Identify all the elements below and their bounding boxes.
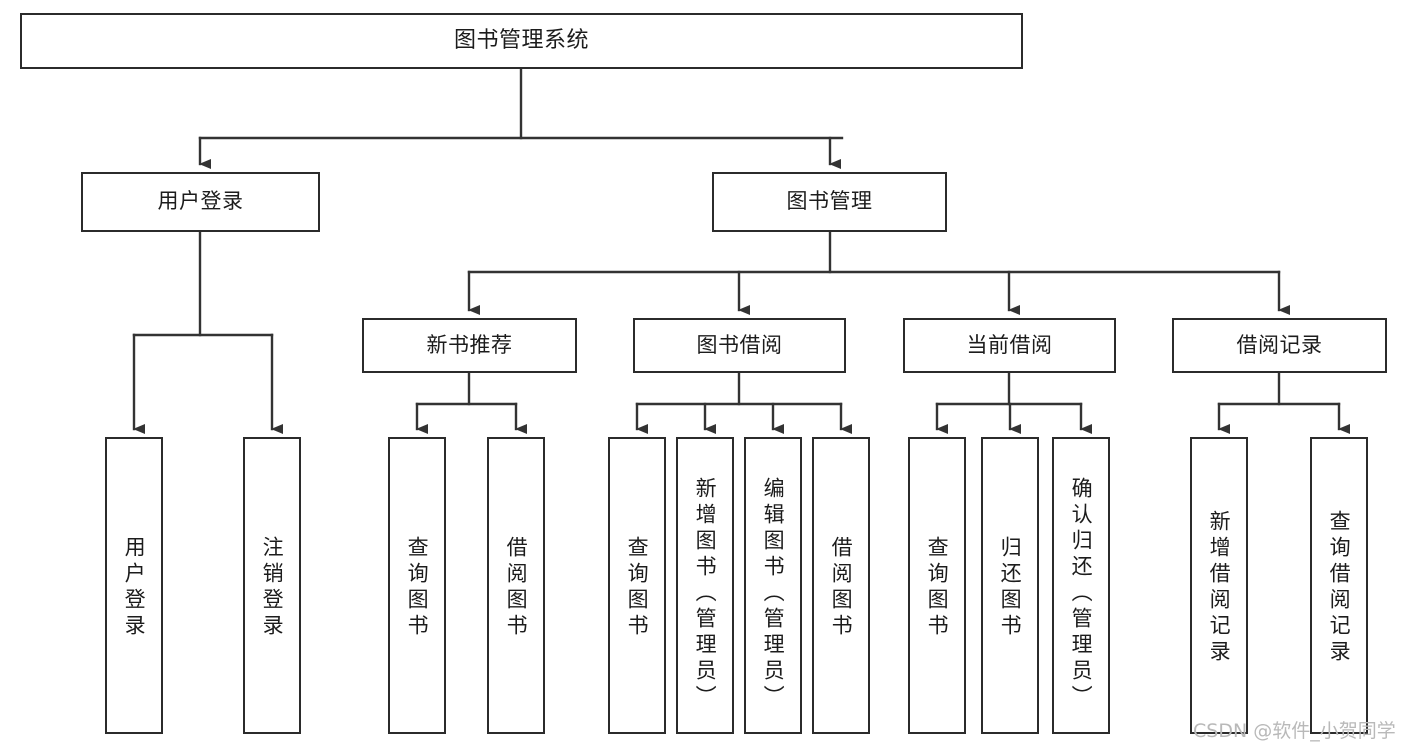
node-borrow-record-label: 借阅记录: [1236, 332, 1323, 357]
node-new-book-rec[interactable]: 新书推荐: [362, 318, 577, 373]
node-leaf-confirm-return[interactable]: 确认归还（管理员）: [1052, 437, 1110, 734]
node-leaf-query-book-1-label: 查询图书: [405, 535, 430, 640]
node-current-borrow[interactable]: 当前借阅: [903, 318, 1116, 373]
node-root-label: 图书管理系统: [453, 27, 589, 53]
node-new-book-rec-label: 新书推荐: [426, 332, 513, 357]
node-user-login[interactable]: 用户登录: [81, 172, 320, 232]
csdn-watermark: CSDN @软件_小贺同学: [1193, 720, 1396, 742]
node-book-manage[interactable]: 图书管理: [712, 172, 947, 232]
node-leaf-return-book-label: 归还图书: [998, 535, 1023, 640]
node-leaf-query-book-2-label: 查询图书: [625, 535, 650, 640]
node-root[interactable]: 图书管理系统: [20, 13, 1023, 69]
node-leaf-borrow-book-1[interactable]: 借阅图书: [487, 437, 545, 734]
node-leaf-add-book[interactable]: 新增图书（管理员）: [676, 437, 734, 734]
node-book-borrow-label: 图书借阅: [696, 332, 783, 357]
node-book-borrow[interactable]: 图书借阅: [633, 318, 846, 373]
node-book-manage-label: 图书管理: [786, 189, 873, 214]
node-leaf-query-record-label: 查询借阅记录: [1327, 509, 1352, 666]
node-leaf-user-logout[interactable]: 注销登录: [243, 437, 301, 734]
node-leaf-user-login[interactable]: 用户登录: [105, 437, 163, 734]
node-leaf-query-book-3-label: 查询图书: [925, 535, 950, 640]
node-leaf-add-record-label: 新增借阅记录: [1207, 509, 1232, 666]
node-leaf-query-book-3[interactable]: 查询图书: [908, 437, 966, 734]
node-leaf-add-record[interactable]: 新增借阅记录: [1190, 437, 1248, 734]
node-leaf-confirm-return-label: 确认归还（管理员）: [1069, 476, 1094, 711]
node-leaf-query-book-1[interactable]: 查询图书: [388, 437, 446, 734]
node-leaf-edit-book[interactable]: 编辑图书（管理员）: [744, 437, 802, 734]
node-leaf-borrow-book-2[interactable]: 借阅图书: [812, 437, 870, 734]
node-leaf-query-book-2[interactable]: 查询图书: [608, 437, 666, 734]
node-leaf-borrow-book-1-label: 借阅图书: [504, 535, 529, 640]
node-leaf-user-logout-label: 注销登录: [260, 535, 285, 640]
node-leaf-add-book-label: 新增图书（管理员）: [693, 476, 718, 711]
node-leaf-return-book[interactable]: 归还图书: [981, 437, 1039, 734]
node-leaf-user-login-label: 用户登录: [122, 535, 147, 640]
node-current-borrow-label: 当前借阅: [966, 332, 1053, 357]
node-user-login-label: 用户登录: [157, 189, 244, 214]
node-leaf-edit-book-label: 编辑图书（管理员）: [761, 476, 786, 711]
node-borrow-record[interactable]: 借阅记录: [1172, 318, 1387, 373]
node-leaf-borrow-book-2-label: 借阅图书: [829, 535, 854, 640]
node-leaf-query-record[interactable]: 查询借阅记录: [1310, 437, 1368, 734]
